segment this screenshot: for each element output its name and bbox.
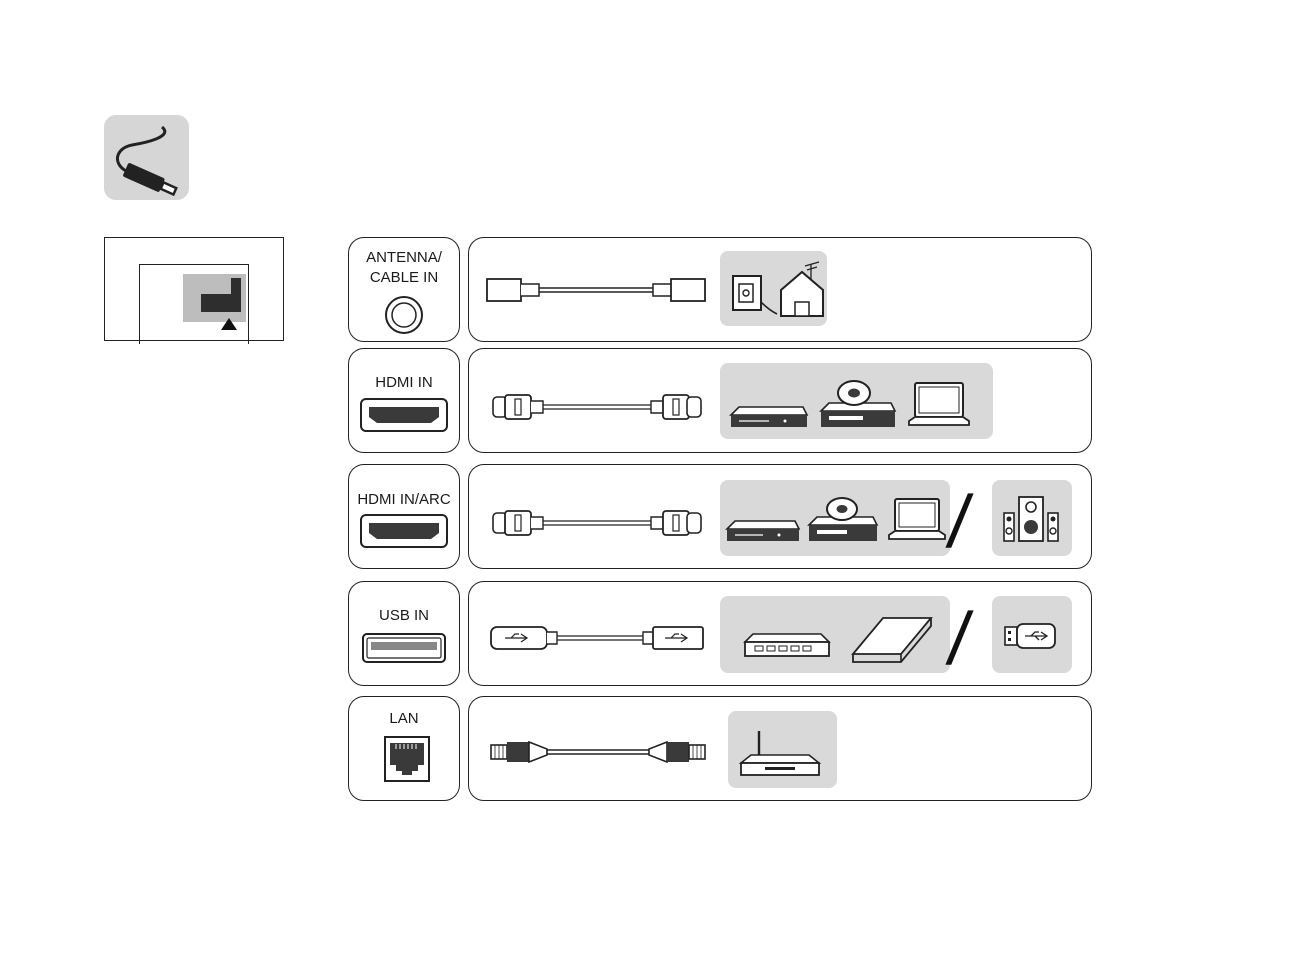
port-antenna: ANTENNA/ CABLE IN bbox=[348, 237, 460, 342]
port-hdmi: HDMI IN bbox=[348, 348, 460, 453]
connection-icon bbox=[104, 115, 189, 200]
hdmi-port-icon bbox=[349, 349, 461, 454]
port-location-marker-icon bbox=[105, 238, 285, 342]
hdmi-port-icon bbox=[349, 465, 461, 570]
usb-port-icon bbox=[349, 582, 461, 687]
speaker-system-icon bbox=[469, 465, 1093, 570]
laptop-icon bbox=[469, 349, 1093, 454]
usb-flash-drive-icon bbox=[469, 582, 1093, 687]
connection-row-usb: / bbox=[468, 581, 1092, 686]
house-antenna-icon bbox=[469, 238, 1093, 343]
connection-row-hdmi-arc: / bbox=[468, 464, 1092, 569]
connection-row-hdmi bbox=[468, 348, 1092, 453]
tv-rear-location-diagram bbox=[104, 237, 284, 341]
connection-row-antenna bbox=[468, 237, 1092, 342]
ethernet-port-icon bbox=[349, 697, 461, 802]
connection-row-lan bbox=[468, 696, 1092, 801]
port-lan: LAN bbox=[348, 696, 460, 801]
port-usb: USB IN bbox=[348, 581, 460, 686]
cable-plug-icon bbox=[104, 115, 189, 200]
port-hdmi-arc: HDMI IN/ARC bbox=[348, 464, 460, 569]
router-icon bbox=[469, 697, 1093, 802]
coax-jack-icon bbox=[349, 238, 461, 343]
